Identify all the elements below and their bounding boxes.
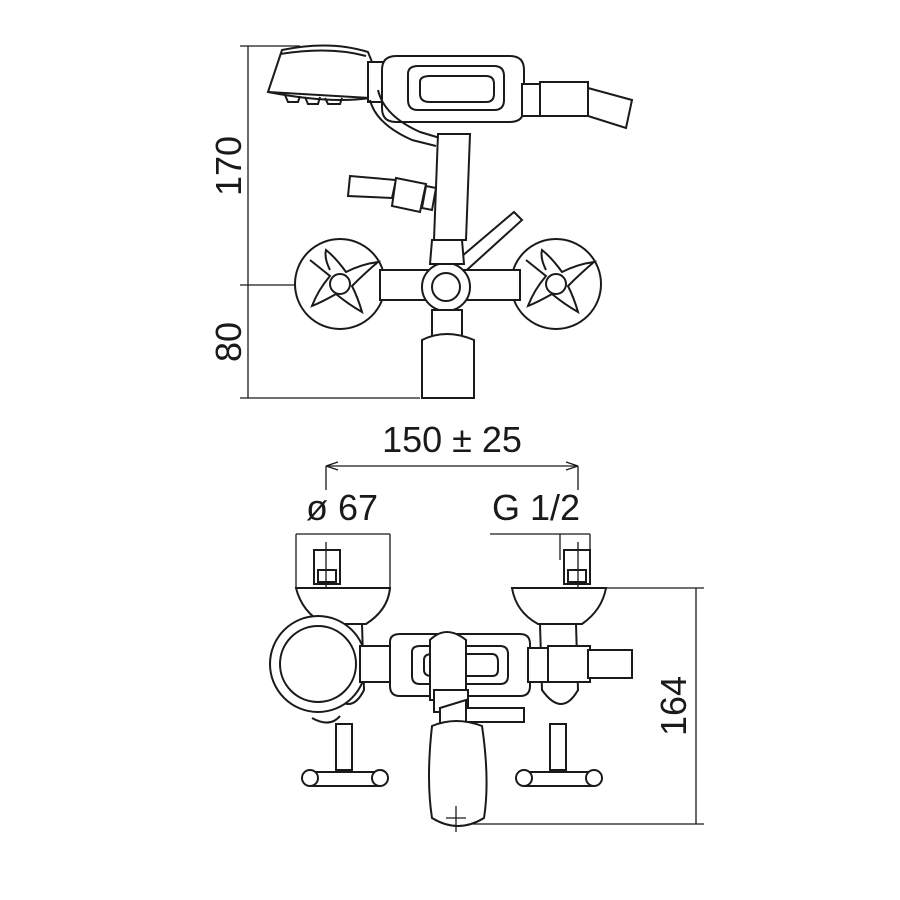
dimension-170: 170	[208, 136, 249, 196]
shower-column	[432, 133, 472, 241]
dimension-80: 80	[208, 322, 249, 362]
shower-holder-ring	[269, 615, 367, 724]
centre-distance-dimension	[325, 461, 579, 490]
left-inlet	[294, 542, 392, 625]
central-knob-front	[429, 631, 469, 713]
diameter-dimension	[295, 533, 391, 588]
dimension-164: 164	[653, 676, 694, 736]
spout-side	[421, 333, 475, 399]
dimension-150-25: 150 ± 25	[382, 419, 522, 460]
side-view	[240, 44, 634, 399]
hand-shower-front	[359, 633, 633, 697]
hand-shower-handle	[381, 55, 525, 123]
hose-right	[521, 81, 634, 130]
hand-shower-head	[266, 44, 374, 105]
left-t-handle	[301, 723, 389, 787]
left-cross-handle	[294, 238, 386, 330]
right-inlet	[510, 542, 608, 625]
right-cross-handle	[510, 238, 602, 330]
central-knob	[421, 239, 471, 341]
spout-front	[428, 720, 488, 832]
front-view	[269, 461, 704, 832]
hose-coupling-left	[346, 174, 438, 214]
dimension-diameter-67: ø 67	[306, 487, 378, 528]
side-dimension-lines	[240, 45, 420, 399]
right-t-handle	[515, 723, 603, 787]
front-height-dimension	[460, 587, 704, 825]
shower-holder-bracket	[369, 89, 441, 147]
dimension-g-1-2: G 1/2	[492, 487, 580, 528]
